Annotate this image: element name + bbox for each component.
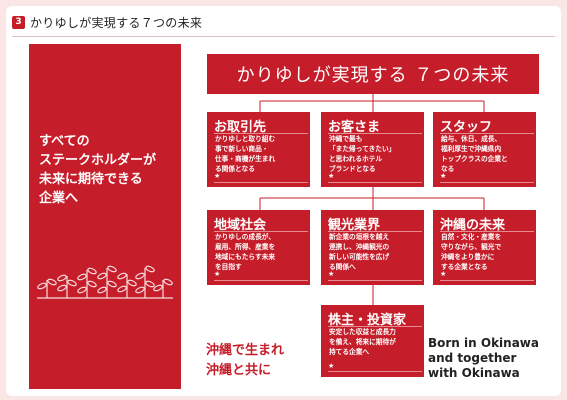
star-icon: ★ — [440, 172, 447, 180]
left-line-1: すべての — [39, 134, 90, 149]
card-business-partners: お取引先 かりゆしと取り組む 事で新しい商品・ 仕事・商機が生まれ る関係となる… — [207, 112, 310, 187]
card-title: お取引先 — [214, 120, 267, 135]
star-icon: ★ — [214, 172, 221, 180]
card-title: 株主・投資家 — [328, 313, 407, 328]
card-customers: お客さま 沖縄で最も 「また帰ってきたい」 と思われるホテル ブランドとなる ★ — [321, 112, 424, 187]
left-panel-message: すべての ステークホルダーが 未来に期待できる 企業へ — [39, 132, 156, 208]
card-description: 自然・文化・産業を 守りながら、観光で 沖縄をより豊かに する企業となる — [441, 233, 502, 271]
main-title: かりゆしが実現する ７つの未来 — [207, 54, 539, 94]
card-title: 地域社会 — [214, 218, 267, 233]
sprouts-icon — [37, 265, 173, 299]
card-description: 沖縄で最も 「また帰ってきたい」 と思われるホテル ブランドとなる — [329, 135, 396, 173]
card-description: かりゆしの成長が、 雇用、所得、産業を 地域にもたらす未来 を目指す — [215, 233, 276, 271]
tagline-japanese: 沖縄で生まれ 沖縄と共に — [206, 343, 285, 378]
section-number-badge: 3 — [12, 15, 25, 29]
card-description: かりゆしと取り組む 事で新しい商品・ 仕事・商機が生まれ る関係となる — [215, 135, 276, 173]
star-icon: ★ — [328, 362, 335, 370]
star-icon: ★ — [214, 270, 221, 278]
card-okinawa-future: 沖縄の未来 自然・文化・産業を 守りながら、観光で 沖縄をより豊かに する企業と… — [433, 210, 536, 285]
tagline-english: Born in Okinawa and together with Okinaw… — [428, 336, 539, 380]
card-description: 新企業の垣根を越え 連携し、沖縄観光の 新しい可能性を広げ る関係へ — [329, 233, 390, 271]
card-title: 沖縄の未来 — [440, 218, 506, 233]
section-header: 3 かりゆしが実現する７つの未来 — [12, 13, 202, 31]
left-line-2: ステークホルダーが — [39, 153, 157, 168]
card-tourism-industry: 観光業界 新企業の垣根を越え 連携し、沖縄観光の 新しい可能性を広げ る関係へ … — [321, 210, 424, 285]
card-description: 給与、休日、成長、 福利厚生で沖縄県内 トップクラスの企業と なる — [441, 135, 508, 173]
card-shareholders-investors: 株主・投資家 安定した収益と成長力 を備え、将来に期待が 持てる企業へ ★ — [321, 305, 424, 377]
card-local-community: 地域社会 かりゆしの成長が、 雇用、所得、産業を 地域にもたらす未来 を目指す … — [207, 210, 310, 285]
left-panel: すべての ステークホルダーが 未来に期待できる 企業へ — [29, 44, 181, 389]
star-icon: ★ — [328, 270, 335, 278]
left-line-4: 企業へ — [39, 191, 79, 206]
card-title: お客さま — [328, 120, 381, 135]
star-icon: ★ — [328, 172, 335, 180]
card-staff: スタッフ 給与、休日、成長、 福利厚生で沖縄県内 トップクラスの企業と なる ★ — [433, 112, 536, 187]
section-title: かりゆしが実現する７つの未来 — [30, 15, 203, 30]
left-line-3: 未来に期待できる — [39, 172, 143, 187]
header-divider — [12, 36, 555, 37]
card-description: 安定した収益と成長力 を備え、将来に期待が 持てる企業へ — [329, 328, 396, 356]
card-title: 観光業界 — [328, 218, 381, 233]
card-title: スタッフ — [440, 120, 493, 135]
star-icon: ★ — [440, 270, 447, 278]
